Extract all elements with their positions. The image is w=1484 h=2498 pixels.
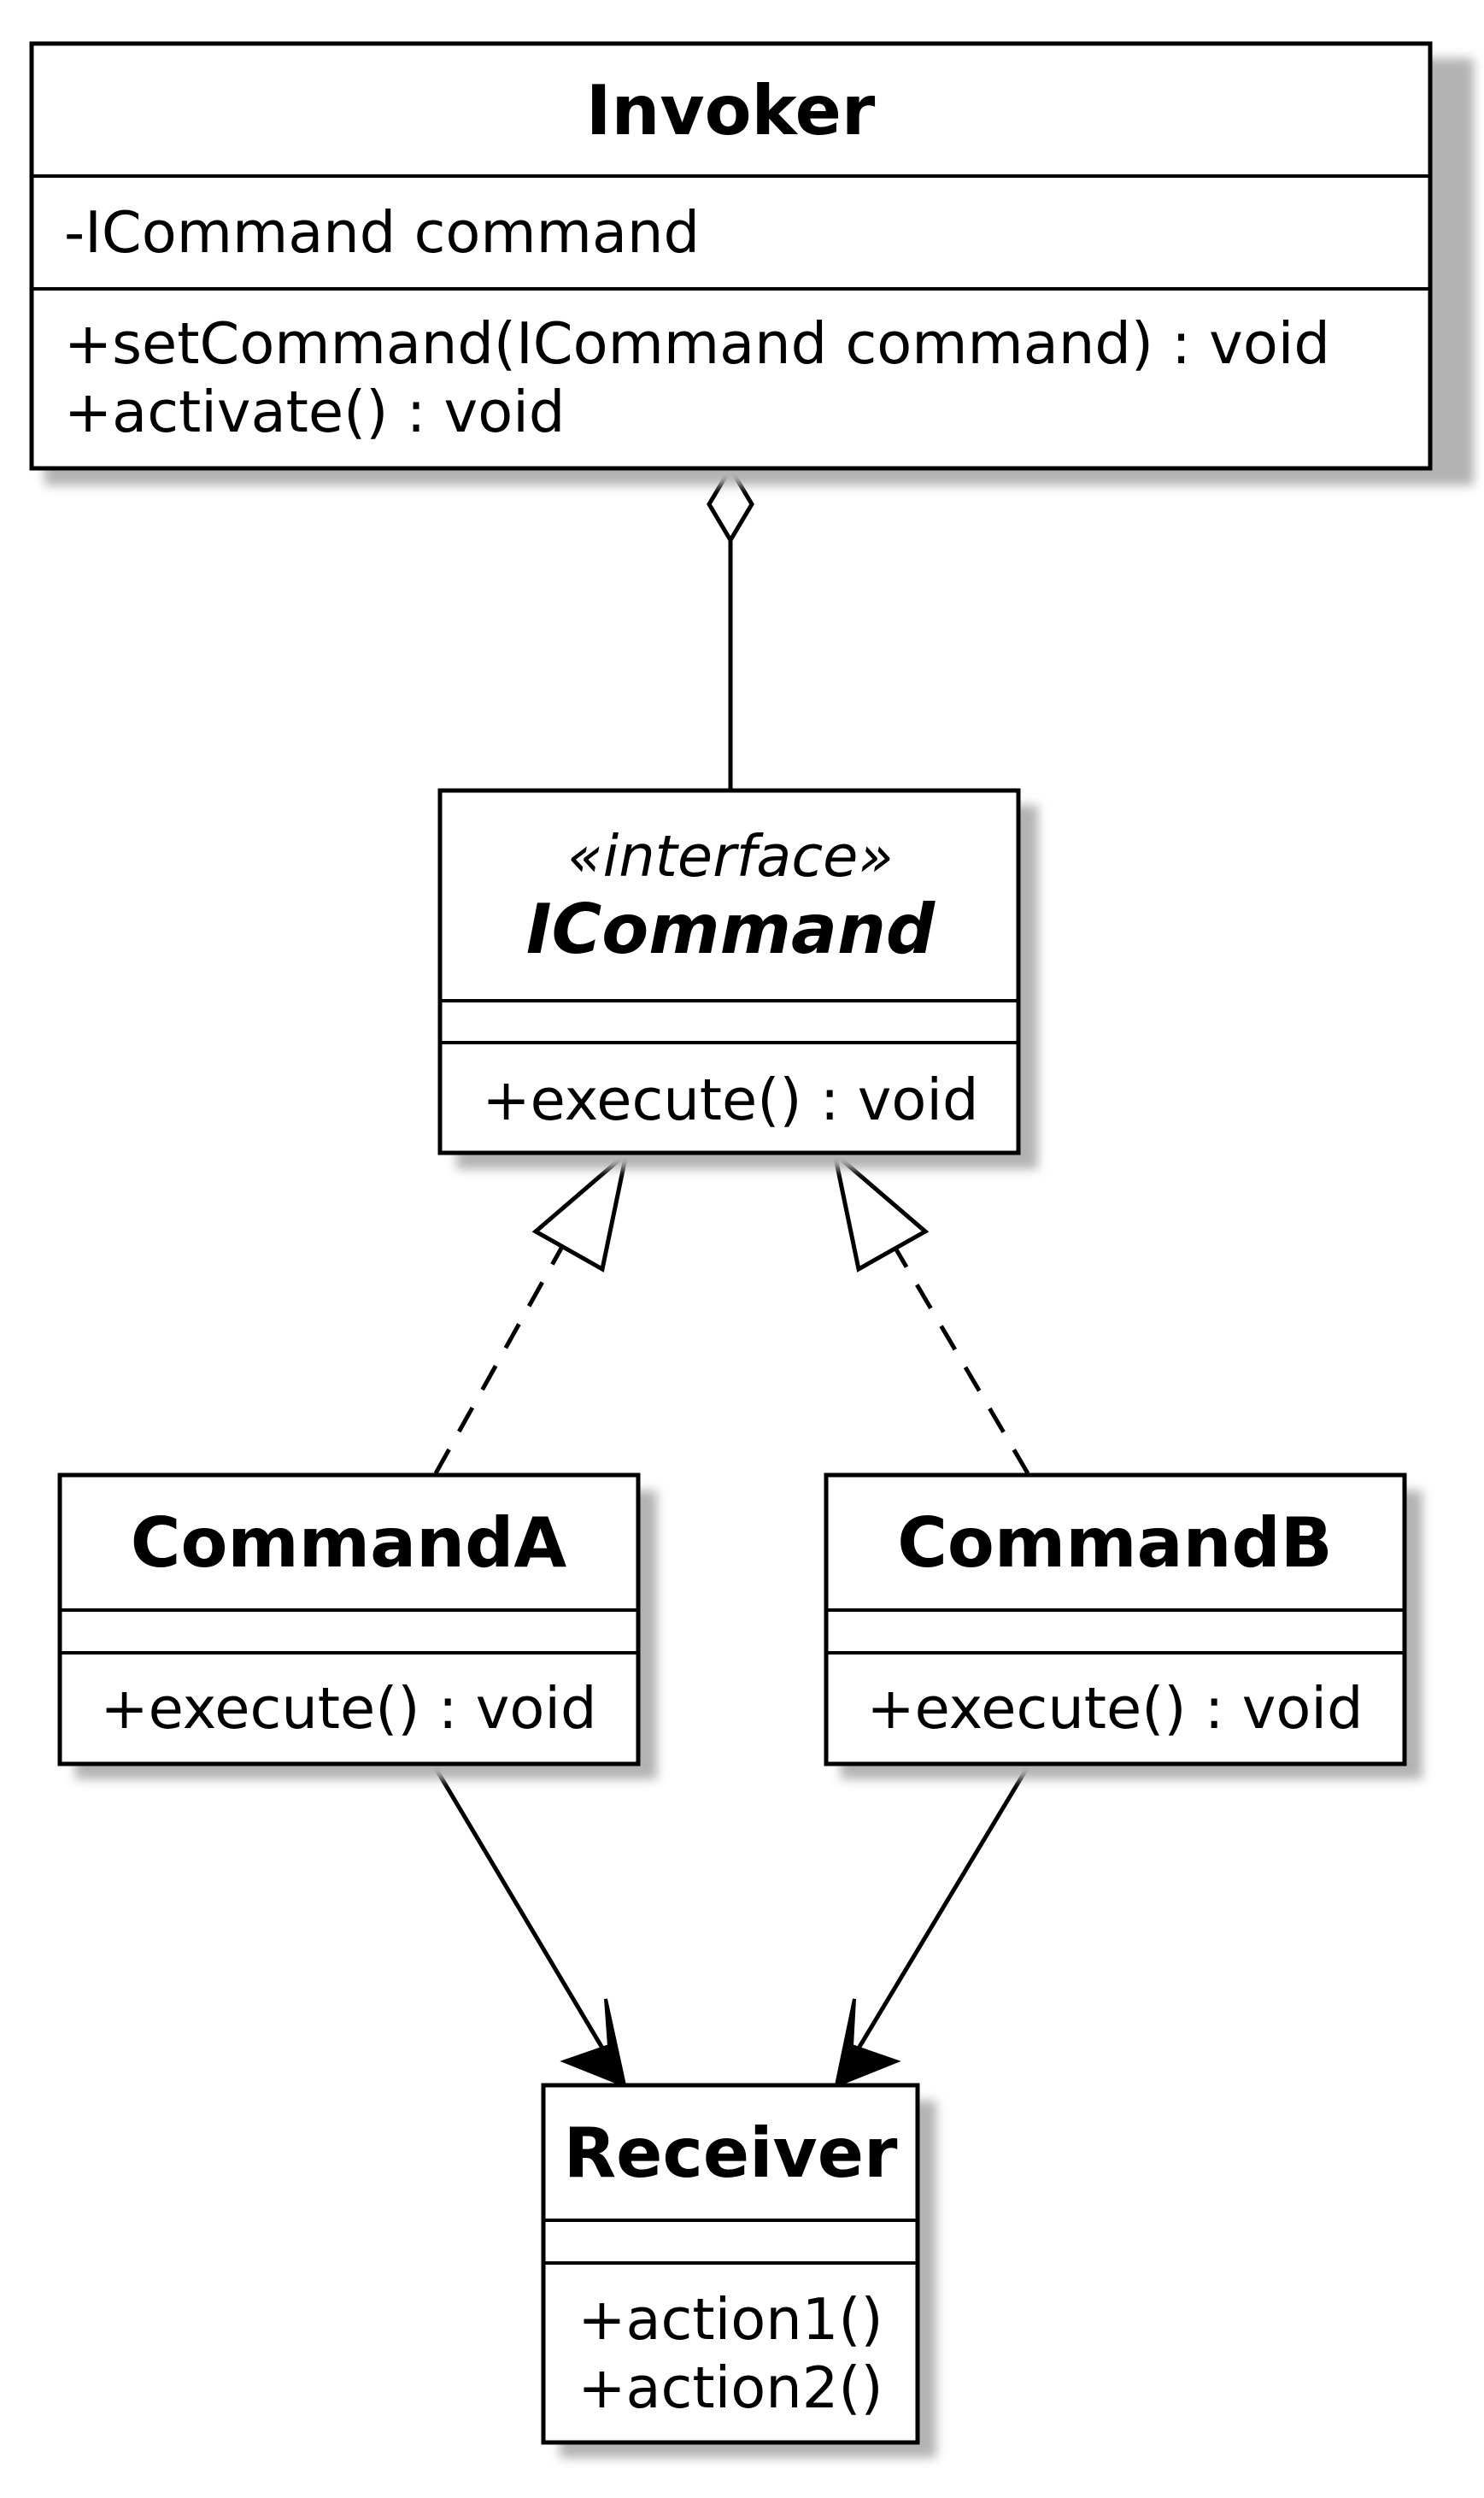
realization-arrowhead-b <box>831 1148 930 1273</box>
class-name-receiver: Receiver <box>564 2113 898 2193</box>
method: +execute() : void <box>100 1675 596 1742</box>
class-receiver: Receiver +action1() +action2() <box>541 2083 936 2458</box>
method: +execute() : void <box>482 1067 978 1133</box>
class-name-commanda: CommandA <box>131 1503 567 1583</box>
realization-arrowhead-a <box>531 1148 630 1273</box>
association-arrowhead-b <box>834 1998 901 2089</box>
realization-commanda-icommand <box>433 1148 630 1475</box>
stereotype-label: «interface» <box>567 823 894 890</box>
class-name-invoker: Invoker <box>586 71 876 150</box>
association-commandb-receiver <box>834 1762 1032 2089</box>
class-icommand: «interface» ICommand +execute() : void <box>437 788 1038 1169</box>
class-invoker: Invoker -ICommand command +setCommand(IC… <box>29 41 1474 485</box>
realization-commandb-icommand <box>831 1148 1030 1475</box>
method: +setCommand(ICommand command) : void <box>64 310 1330 377</box>
class-commandb: CommandB +execute() : void <box>824 1472 1422 1779</box>
method: +activate() : void <box>64 379 565 445</box>
aggregation-invoker-icommand <box>707 464 754 791</box>
class-name-commandb: CommandB <box>897 1503 1333 1583</box>
association-arrowhead-a <box>560 1998 627 2089</box>
method: +action1() <box>578 2286 883 2353</box>
class-name-icommand: ICommand <box>526 890 936 969</box>
method: +action2() <box>578 2354 883 2421</box>
association-commanda-receiver <box>431 1762 627 2089</box>
aggregation-diamond <box>707 464 754 544</box>
method: +execute() : void <box>866 1675 1363 1742</box>
class-commanda: CommandA +execute() : void <box>57 1472 657 1779</box>
attribute: -ICommand command <box>64 199 700 266</box>
